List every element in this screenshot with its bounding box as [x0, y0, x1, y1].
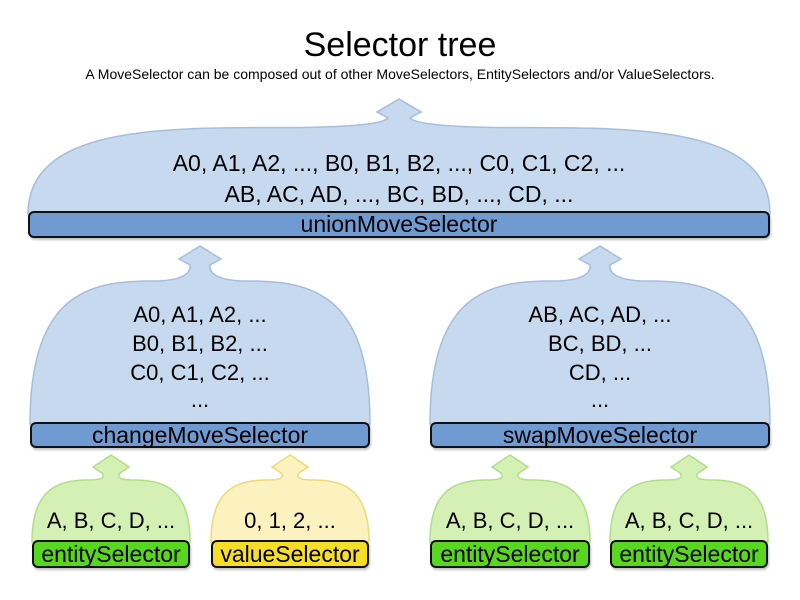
change-cloud-line: A0, A1, A2, ... — [133, 302, 267, 327]
change-cloud-line: B0, B1, B2, ... — [132, 331, 268, 356]
change-cloud-line: C0, C1, C2, ... — [130, 360, 270, 385]
change-move-selector-bar: changeMoveSelector — [30, 422, 370, 448]
change-cloud-line: ... — [190, 387, 210, 412]
entity2-cloud-shape — [429, 454, 591, 543]
entity1-cloud-shape — [31, 454, 191, 543]
entity-selector-bar: entitySelector — [430, 540, 590, 568]
value1-cloud-line: 0, 1, 2, ... — [244, 508, 336, 533]
entity3-cloud-line: A, B, C, D, ... — [624, 508, 754, 533]
entity-selector-bar: entitySelector — [610, 540, 768, 568]
page-subtitle: A MoveSelector can be composed out of ot… — [85, 66, 715, 82]
entity-selector-bar: entitySelector — [32, 540, 190, 568]
swap-cloud-shape — [429, 245, 771, 425]
value-selector-bar: valueSelector — [211, 540, 369, 568]
swap-cloud-line: BC, BD, ... — [548, 331, 652, 356]
union-move-selector-bar: unionMoveSelector — [28, 211, 770, 238]
union-cloud-shape — [27, 98, 771, 215]
union-cloud-line: A0, A1, A2, ..., B0, B1, B2, ..., C0, C1… — [172, 150, 626, 176]
page-title: Selector tree — [303, 26, 497, 64]
swap-move-selector-bar: swapMoveSelector — [430, 422, 770, 448]
union-cloud-line: AB, AC, AD, ..., BC, BD, ..., CD, ... — [224, 181, 574, 207]
swap-cloud-line: AB, AC, AD, ... — [528, 302, 672, 327]
entity1-cloud-line: A, B, C, D, ... — [46, 508, 176, 533]
swap-cloud-line: CD, ... — [568, 360, 632, 385]
entity3-cloud-shape — [609, 454, 769, 543]
value1-cloud-shape — [210, 454, 370, 543]
entity2-cloud-line: A, B, C, D, ... — [445, 508, 575, 533]
change-cloud-shape — [29, 245, 371, 425]
swap-cloud-line: ... — [590, 387, 610, 412]
